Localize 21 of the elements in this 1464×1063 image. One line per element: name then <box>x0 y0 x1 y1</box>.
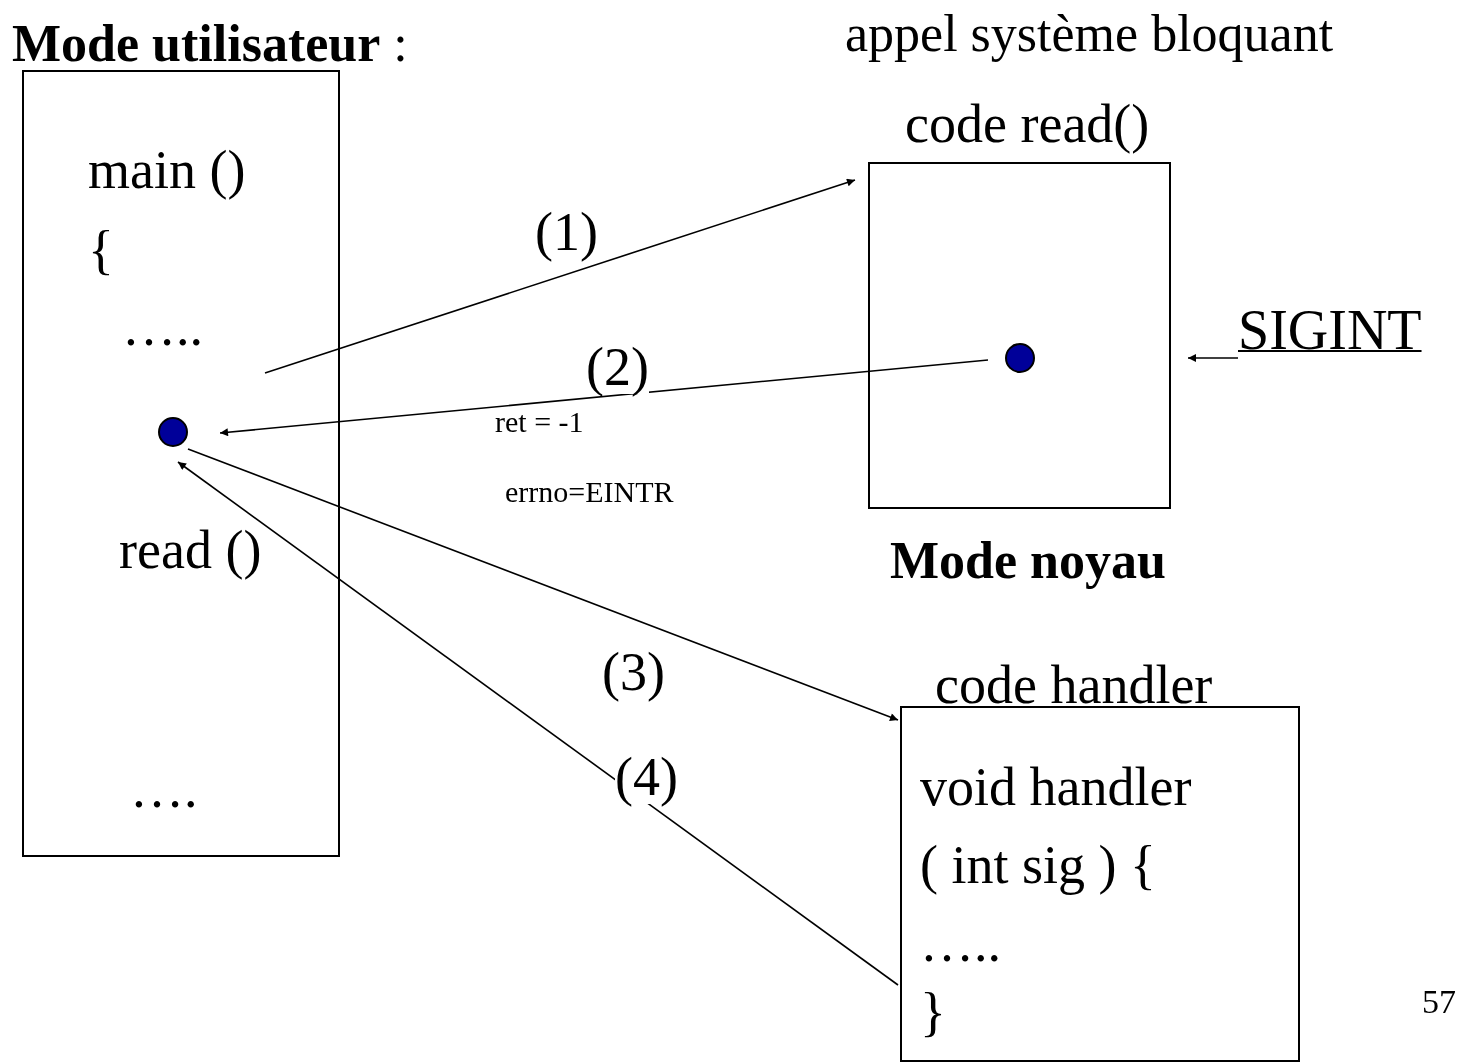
arrow <box>177 461 899 986</box>
code-line: …. <box>130 762 198 816</box>
box-heading: Mode utilisateur : <box>12 18 408 70</box>
note-text: 57 <box>1422 985 1456 1019</box>
code-line: void handler <box>920 760 1192 814</box>
code-line: ….. <box>920 916 1001 970</box>
note-text: Mode noyau <box>890 535 1166 587</box>
note-text: appel système bloquant <box>845 8 1334 60</box>
box-heading: code handler <box>935 658 1213 712</box>
arrow <box>187 448 899 721</box>
arrow <box>1187 354 1239 362</box>
code-line: { <box>88 223 114 277</box>
note-text: errno=EINTR <box>505 477 674 507</box>
note-text: ret = -1 <box>495 407 584 437</box>
dot <box>1005 343 1035 373</box>
arrow <box>219 359 989 437</box>
code-line: ….. <box>122 300 203 354</box>
signal-label: SIGINT <box>1238 302 1422 358</box>
dot <box>158 417 188 447</box>
arrow <box>264 178 856 374</box>
code-line: } <box>920 985 946 1039</box>
